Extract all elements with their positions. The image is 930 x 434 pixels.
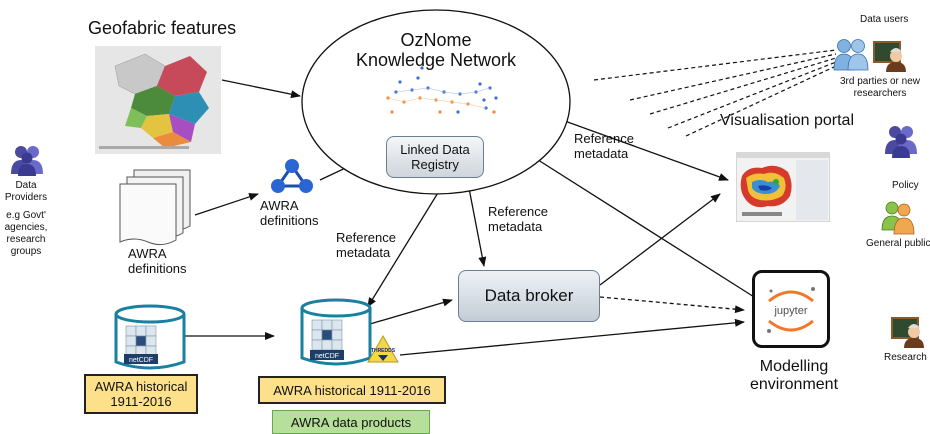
awra-def-icon-line2: definitions bbox=[260, 213, 319, 228]
jupyter-box[interactable]: jupyter bbox=[752, 270, 830, 348]
dashed-line-users-1 bbox=[593, 49, 837, 81]
arrow-database-to-modelling bbox=[399, 318, 745, 356]
awra-def-doc-line2: definitions bbox=[128, 261, 187, 276]
linked-data-registry-box[interactable]: Linked Data Registry bbox=[386, 136, 484, 178]
policy-label: Policy bbox=[892, 180, 919, 191]
jupyter-text: jupyter bbox=[773, 305, 807, 317]
netcdf-right-text: netCDF bbox=[315, 353, 339, 360]
ref-meta-right-line1: Reference bbox=[574, 131, 634, 146]
data-broker-label: Data broker bbox=[484, 286, 574, 305]
third-parties-line2: researchers bbox=[853, 88, 907, 99]
data-users-label: Data users bbox=[860, 14, 909, 25]
netcdf-database-left-icon: netCDF bbox=[114, 304, 186, 370]
netcdf-left-text: netCDF bbox=[129, 357, 153, 364]
research-label: Research bbox=[884, 352, 927, 363]
registry-label-line2: Registry bbox=[411, 157, 459, 172]
oznome-ellipse bbox=[301, 9, 571, 195]
arrow-doc-to-awra-definitions bbox=[194, 193, 259, 216]
awra-data-products-box: AWRA data products bbox=[272, 410, 430, 434]
third-parties-users-icon bbox=[833, 39, 869, 71]
ref-meta-left-line2: metadata bbox=[336, 245, 391, 260]
providers-line5: research bbox=[6, 234, 46, 245]
awra-network-icon bbox=[271, 159, 313, 193]
awra-historical-right-label: AWRA historical 1911-2016 bbox=[273, 382, 431, 398]
arrow-oznome-to-visualisation bbox=[561, 119, 729, 181]
ref-meta-left-line1: Reference bbox=[336, 230, 396, 245]
reference-metadata-middle: Reference metadata bbox=[488, 204, 548, 234]
providers-line6: groups bbox=[10, 246, 42, 257]
awra-def-doc-line1: AWRA bbox=[128, 246, 167, 261]
visualisation-portal-screenshot[interactable] bbox=[736, 152, 830, 222]
policy-users-icon bbox=[885, 126, 917, 158]
knowledge-network-graph bbox=[386, 66, 498, 114]
awra-document-stack-icon bbox=[119, 169, 191, 246]
awra-definitions-doc-label: AWRA definitions bbox=[128, 246, 187, 276]
general-public-label: General public bbox=[866, 238, 930, 249]
researcher-blackboard-icon bbox=[873, 41, 906, 72]
awra-historical-left-box: AWRA historical 1911-2016 bbox=[84, 374, 198, 414]
thredds-icon: THREDDS bbox=[367, 334, 399, 363]
oznome-title: OzNome Knowledge Network bbox=[336, 30, 536, 70]
awra-data-products-label: AWRA data products bbox=[290, 414, 412, 430]
data-providers-label: Data Providers e.g Govt' agencies, resea… bbox=[2, 180, 50, 258]
providers-line1: Data bbox=[15, 180, 37, 191]
ref-meta-middle-line2: metadata bbox=[488, 219, 543, 234]
arrow-geofabric-to-oznome bbox=[221, 79, 301, 99]
visualisation-portal-title: Visualisation portal bbox=[720, 112, 855, 129]
third-parties-line1: 3rd parties or new bbox=[839, 76, 921, 87]
awra-historical-left-line1: AWRA historical bbox=[94, 379, 188, 394]
thredds-text: THREDDS bbox=[371, 348, 396, 354]
dashed-line-users-3 bbox=[649, 57, 837, 115]
jupyter-logo-icon: jupyter bbox=[767, 287, 815, 333]
third-parties-label: 3rd parties or new researchers bbox=[830, 76, 930, 100]
providers-line3: e.g Govt' bbox=[6, 210, 46, 221]
general-public-users-icon bbox=[881, 201, 915, 235]
ref-meta-middle-line1: Reference bbox=[488, 204, 548, 219]
data-providers-users-icon bbox=[11, 146, 43, 176]
ref-meta-right-line2: metadata bbox=[574, 146, 629, 161]
registry-label-line1: Linked Data bbox=[400, 142, 470, 157]
awra-definitions-icon-label: AWRA definitions bbox=[260, 198, 319, 228]
arrow-broker-to-modelling-dashed bbox=[599, 296, 745, 314]
awra-historical-right-box: AWRA historical 1911-2016 bbox=[258, 376, 446, 404]
providers-line2: Providers bbox=[4, 192, 48, 203]
awra-def-icon-line1: AWRA bbox=[260, 198, 299, 213]
dashed-line-users-2 bbox=[629, 53, 837, 101]
geofabric-title: Geofabric features bbox=[88, 18, 237, 38]
modelling-environment-label: Modelling environment bbox=[746, 358, 842, 394]
reference-metadata-left: Reference metadata bbox=[336, 230, 396, 260]
data-broker-box[interactable]: Data broker bbox=[458, 270, 600, 322]
awra-historical-left-line2: 1911-2016 bbox=[110, 394, 172, 409]
modelling-line2: environment bbox=[749, 376, 839, 393]
arrow-oznome-to-modelling bbox=[534, 157, 763, 303]
arrow-registry-broker bbox=[464, 174, 487, 267]
research-blackboard-icon bbox=[891, 317, 924, 348]
geofabric-map-image bbox=[95, 46, 221, 154]
dashed-line-users-4 bbox=[667, 61, 837, 129]
oznome-title-line1: OzNome bbox=[400, 30, 472, 50]
arrow-database-to-broker bbox=[369, 298, 453, 325]
arrow-registry-database bbox=[367, 182, 445, 308]
netcdf-database-right-icon: netCDF bbox=[300, 298, 372, 366]
reference-metadata-right: Reference metadata bbox=[574, 131, 634, 161]
oznome-title-line2: Knowledge Network bbox=[355, 50, 517, 70]
providers-line4: agencies, bbox=[4, 222, 48, 233]
arrow-broker-to-visualisation bbox=[599, 193, 721, 286]
modelling-line1: Modelling bbox=[759, 358, 829, 375]
